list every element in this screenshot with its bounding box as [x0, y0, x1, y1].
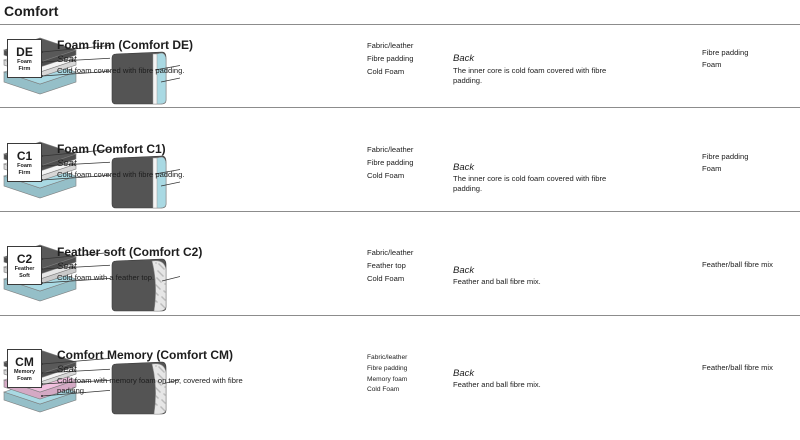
page-title: Comfort: [4, 3, 59, 19]
seat-layer-label: Fabric/leather: [367, 41, 414, 50]
comfort-code: C2: [16, 252, 33, 266]
seat-label: Seat: [57, 158, 77, 169]
back-cushion-diagram: [111, 155, 195, 209]
back-cushion-diagram: [111, 361, 195, 415]
back-core: [111, 361, 167, 415]
seat-label: Seat: [57, 261, 77, 272]
comfort-code-subtitle: Firm: [18, 170, 31, 176]
back-padding: [151, 260, 167, 312]
section-divider: [0, 107, 800, 108]
section-divider: [0, 211, 800, 212]
section-divider: [0, 315, 800, 316]
back-description: Feather and ball fibre mix.: [453, 380, 541, 389]
seat-layer-label: Memory foam: [367, 376, 408, 383]
back-label: Back: [453, 265, 475, 276]
comfort-code-subtitle: Foam: [17, 376, 32, 382]
seat-layer-label: Fabric/leather: [367, 145, 414, 154]
seat-layer-label: Feather top: [367, 261, 406, 270]
model-title: Foam firm (Comfort DE): [57, 38, 193, 52]
model-title: Foam (Comfort C1): [57, 142, 166, 156]
comfort-code-subtitle: Foam: [17, 59, 32, 65]
back-padding: [155, 156, 167, 209]
comfort-code-subtitle: Soft: [19, 273, 30, 279]
back-layer-label: Fibre padding: [702, 48, 749, 57]
seat-label: Seat: [57, 54, 77, 65]
seat-description: Cold foam covered with fibre padding.: [57, 66, 185, 75]
back-padding: [155, 52, 167, 105]
back-layer-label: Fibre padding: [702, 152, 749, 161]
seat-layer-label: Fibre padding: [367, 365, 408, 372]
back-label: Back: [453, 162, 475, 173]
back-layer-label: Feather/ball fibre mix: [702, 363, 773, 372]
comfort-code: CM: [15, 355, 34, 369]
seat-layer-label: Fibre padding: [367, 54, 414, 63]
seat-layer-label: Cold Foam: [367, 274, 405, 283]
comfort-code-subtitle: Feather: [14, 266, 35, 272]
back-description: The inner core is cold foam covered with…: [453, 174, 607, 193]
seat-description: Cold foam with a feather top.: [57, 273, 155, 282]
seat-description: Cold foam with memory foam on top, cover…: [57, 376, 243, 395]
seat-layer-label: Cold Foam: [367, 386, 400, 393]
seat-layer-label: Cold Foam: [367, 67, 405, 76]
back-layer-label: Feather/ball fibre mix: [702, 260, 773, 269]
model-title: Feather soft (Comfort C2): [57, 245, 203, 259]
back-cushion-diagram: [111, 51, 195, 105]
seat-layer-label: Fibre padding: [367, 158, 414, 167]
comfort-code-subtitle: Memory: [13, 369, 36, 375]
seat-layer-label: Fabric/leather: [367, 354, 408, 361]
back-cushion-diagram: [111, 258, 195, 312]
comfort-code-subtitle: Firm: [18, 66, 31, 72]
seat-description: Cold foam covered with fibre padding.: [57, 170, 185, 179]
back-description: The inner core is cold foam covered with…: [453, 66, 607, 85]
back-label: Back: [453, 53, 475, 64]
seat-layer-label: Cold Foam: [367, 171, 405, 180]
seat-label: Seat: [57, 364, 77, 375]
comfort-code: C1: [16, 149, 33, 163]
back-core: [111, 258, 167, 312]
comfort-code-subtitle: Foam: [17, 163, 32, 169]
section-divider: [0, 24, 800, 25]
model-title: Comfort Memory (Comfort CM): [57, 348, 233, 362]
back-layer-label: Foam: [702, 60, 722, 69]
back-layer-label: Foam: [702, 164, 722, 173]
back-padding: [151, 363, 167, 415]
back-description: Feather and ball fibre mix.: [453, 277, 541, 286]
comfort-code: DE: [16, 45, 33, 59]
back-label: Back: [453, 368, 475, 379]
seat-layer-label: Fabric/leather: [367, 248, 414, 257]
